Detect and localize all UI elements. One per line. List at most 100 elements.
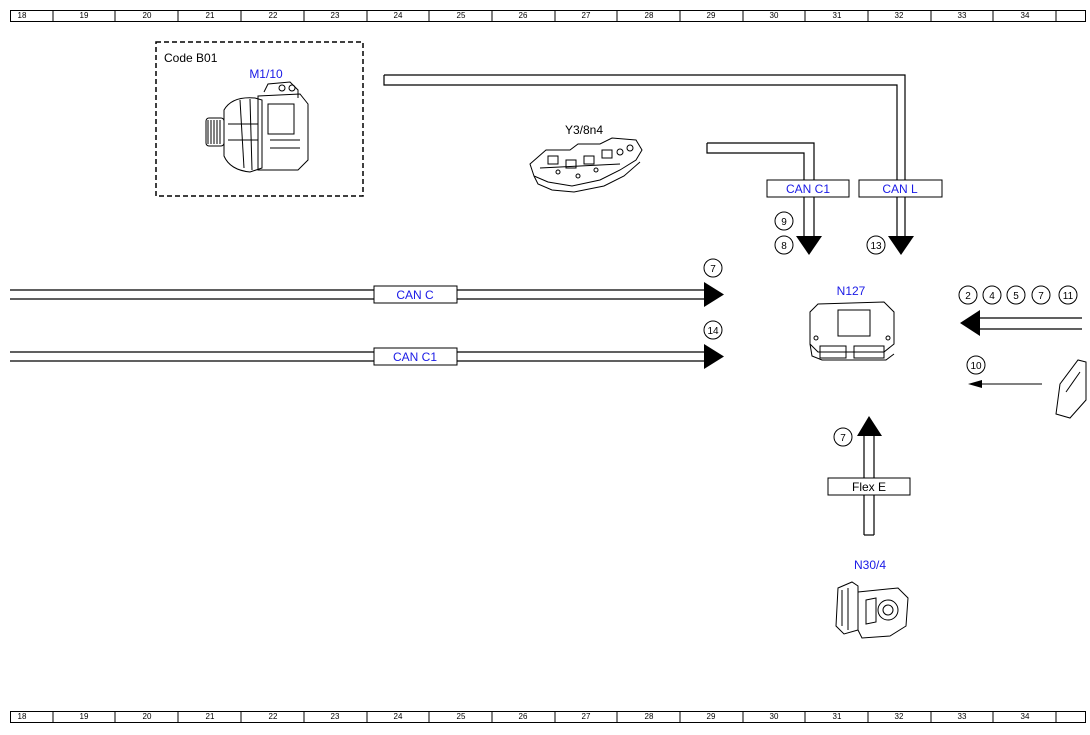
marker: 10 [966, 355, 986, 375]
marker-label: 11 [1063, 291, 1074, 302]
bus-can-c1-top: CAN C1 [706, 142, 850, 255]
marker-label: 7 [710, 264, 716, 275]
component-n127[interactable]: N127 [809, 284, 895, 361]
alternator-icon [205, 81, 309, 173]
marker-label: 9 [781, 217, 787, 228]
marker-label: 8 [781, 241, 787, 252]
component-y3-8n4[interactable]: Y3/8n4 [529, 123, 643, 193]
ruler-cell: 27 [581, 11, 591, 20]
ruler-cell: 29 [706, 11, 716, 20]
bus-label-can-c1-left: CAN C1 [393, 350, 437, 364]
marker: 5 [1006, 285, 1026, 305]
bus-can-c1-left: CAN C1 [10, 344, 724, 369]
ruler-cell: 24 [393, 11, 403, 20]
valve-body-icon [529, 137, 643, 193]
ruler-cell: 22 [268, 712, 278, 721]
marker-label: 2 [965, 291, 971, 302]
bus-label-box-flex-e [827, 477, 911, 496]
ruler-cell: 23 [330, 11, 340, 20]
ruler-cell: 30 [769, 712, 779, 721]
bus-label-box-can-c1-top [766, 179, 850, 198]
ruler-bottom-frame [10, 711, 1086, 723]
marker: 7 [703, 258, 723, 278]
abs-unit-icon [835, 581, 909, 639]
marker-label: 4 [989, 291, 995, 302]
ruler-cell: 26 [518, 11, 528, 20]
ruler-cell: 32 [894, 11, 904, 20]
ruler-cell: 25 [456, 712, 466, 721]
bus-can-c-left: CAN C [10, 282, 724, 307]
marker-label: 7 [1038, 291, 1044, 302]
marker-label: 5 [1013, 291, 1019, 302]
bus-label-box-can-c-left [373, 285, 458, 304]
ruler-cell: 21 [205, 712, 215, 721]
ruler-cell: 28 [644, 712, 654, 721]
ruler-bottom: 18 19 20 21 22 23 24 25 26 27 28 29 30 3… [10, 711, 1086, 723]
ruler-cell: 21 [205, 11, 215, 20]
signal-arrow-10 [968, 380, 1042, 388]
ruler-top: 18 19 20 21 22 23 24 25 26 27 28 29 30 3… [10, 10, 1086, 22]
ruler-cell: 27 [581, 712, 591, 721]
arrow-flex-e [857, 416, 882, 436]
component-partial-right [1055, 359, 1087, 419]
marker: 8 [774, 235, 794, 255]
bus-can-l: CAN L [383, 74, 943, 255]
ruler-cell: 26 [518, 712, 528, 721]
component-n30-4[interactable]: N30/4 [835, 558, 909, 639]
ruler-cell: 31 [832, 11, 842, 20]
ruler-cell: 22 [268, 11, 278, 20]
ruler-cell: 33 [957, 11, 967, 20]
code-label: Code B01 [164, 51, 218, 65]
optional-code-frame [155, 41, 364, 197]
bus-label-box-can-c1-left [373, 347, 458, 366]
ruler-cell: 18 [17, 11, 27, 20]
ruler-cell: 20 [142, 712, 152, 721]
marker-label: 14 [707, 326, 719, 337]
bus-label-can-c-left: CAN C [396, 288, 434, 302]
component-label-y3-8n4: Y3/8n4 [565, 123, 603, 137]
marker: 9 [774, 211, 794, 231]
ruler-cell: 18 [17, 712, 27, 721]
bus-label-can-c1-top: CAN C1 [786, 182, 830, 196]
bus-flex-e: Flex E [827, 416, 911, 536]
ruler-cell: 32 [894, 712, 904, 721]
ruler-cell: 29 [706, 712, 716, 721]
bus-label-can-l: CAN L [882, 182, 918, 196]
ruler-cell: 23 [330, 712, 340, 721]
bus-label-flex-e: Flex E [852, 480, 886, 494]
ruler-cell: 25 [456, 11, 466, 20]
ruler-cell: 28 [644, 11, 654, 20]
marker: 2 [958, 285, 978, 305]
ruler-cell: 34 [1020, 11, 1030, 20]
arrow-can-l [888, 236, 914, 255]
arrow-can-c-left [704, 282, 724, 307]
ruler-cell: 33 [957, 712, 967, 721]
bus-label-box-can-l [858, 179, 943, 198]
component-m1-10[interactable]: Code B01 M1/10 [155, 41, 364, 197]
marker: 14 [703, 320, 723, 340]
bus-right-in [960, 310, 1082, 336]
ruler-cell: 30 [769, 11, 779, 20]
arrow-can-c1-top [796, 236, 822, 255]
marker: 11 [1058, 285, 1078, 305]
marker-label: 10 [970, 361, 982, 372]
arrow-can-c1-left [704, 344, 724, 369]
ruler-cell: 19 [79, 11, 89, 20]
marker: 4 [982, 285, 1002, 305]
marker-label: 13 [870, 241, 882, 252]
component-label-m1-10: M1/10 [249, 67, 283, 81]
arrow-right-in [960, 310, 980, 336]
ruler-cell: 31 [832, 712, 842, 721]
component-label-n127: N127 [837, 284, 866, 298]
component-label-n30-4: N30/4 [854, 558, 886, 572]
ruler-cell: 24 [393, 712, 403, 721]
marker-label: 7 [840, 433, 846, 444]
control-unit-icon [809, 301, 895, 361]
ruler-top-frame [10, 10, 1086, 22]
marker: 13 [866, 235, 886, 255]
marker: 7 [833, 427, 853, 447]
ruler-cell: 20 [142, 11, 152, 20]
ruler-cell: 34 [1020, 712, 1030, 721]
ruler-cell: 19 [79, 712, 89, 721]
